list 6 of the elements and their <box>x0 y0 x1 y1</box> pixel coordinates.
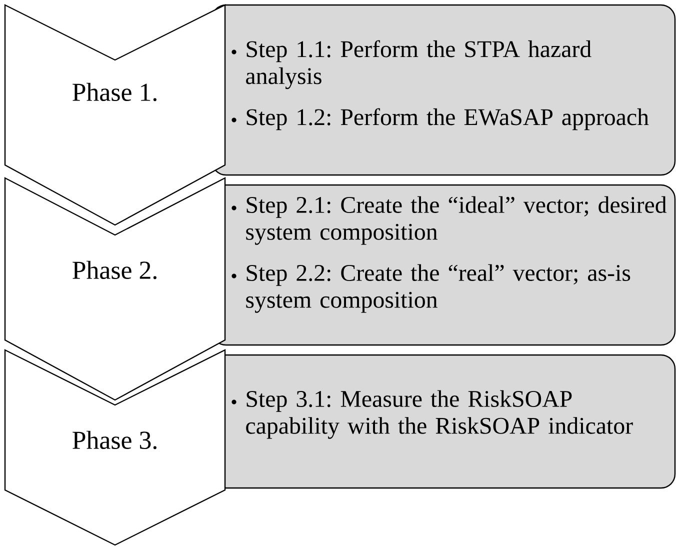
step-text: Step 2.1: Create the “ideal” vector; desired system composition <box>246 196 667 245</box>
step-text: Step 1.1: Perform the STPA hazard analysis <box>246 40 592 90</box>
step-text: Step 2.2: Create the “real” vector; as-is system composition <box>246 264 630 313</box>
step-text: Step 3.1: Measure the RiskSOAP capability with the RiskSOAP indicator <box>246 390 633 439</box>
step-text: Step 1.2: Perform the EWaSAP approach <box>246 108 649 130</box>
node-label: Phase 3. <box>72 430 156 450</box>
